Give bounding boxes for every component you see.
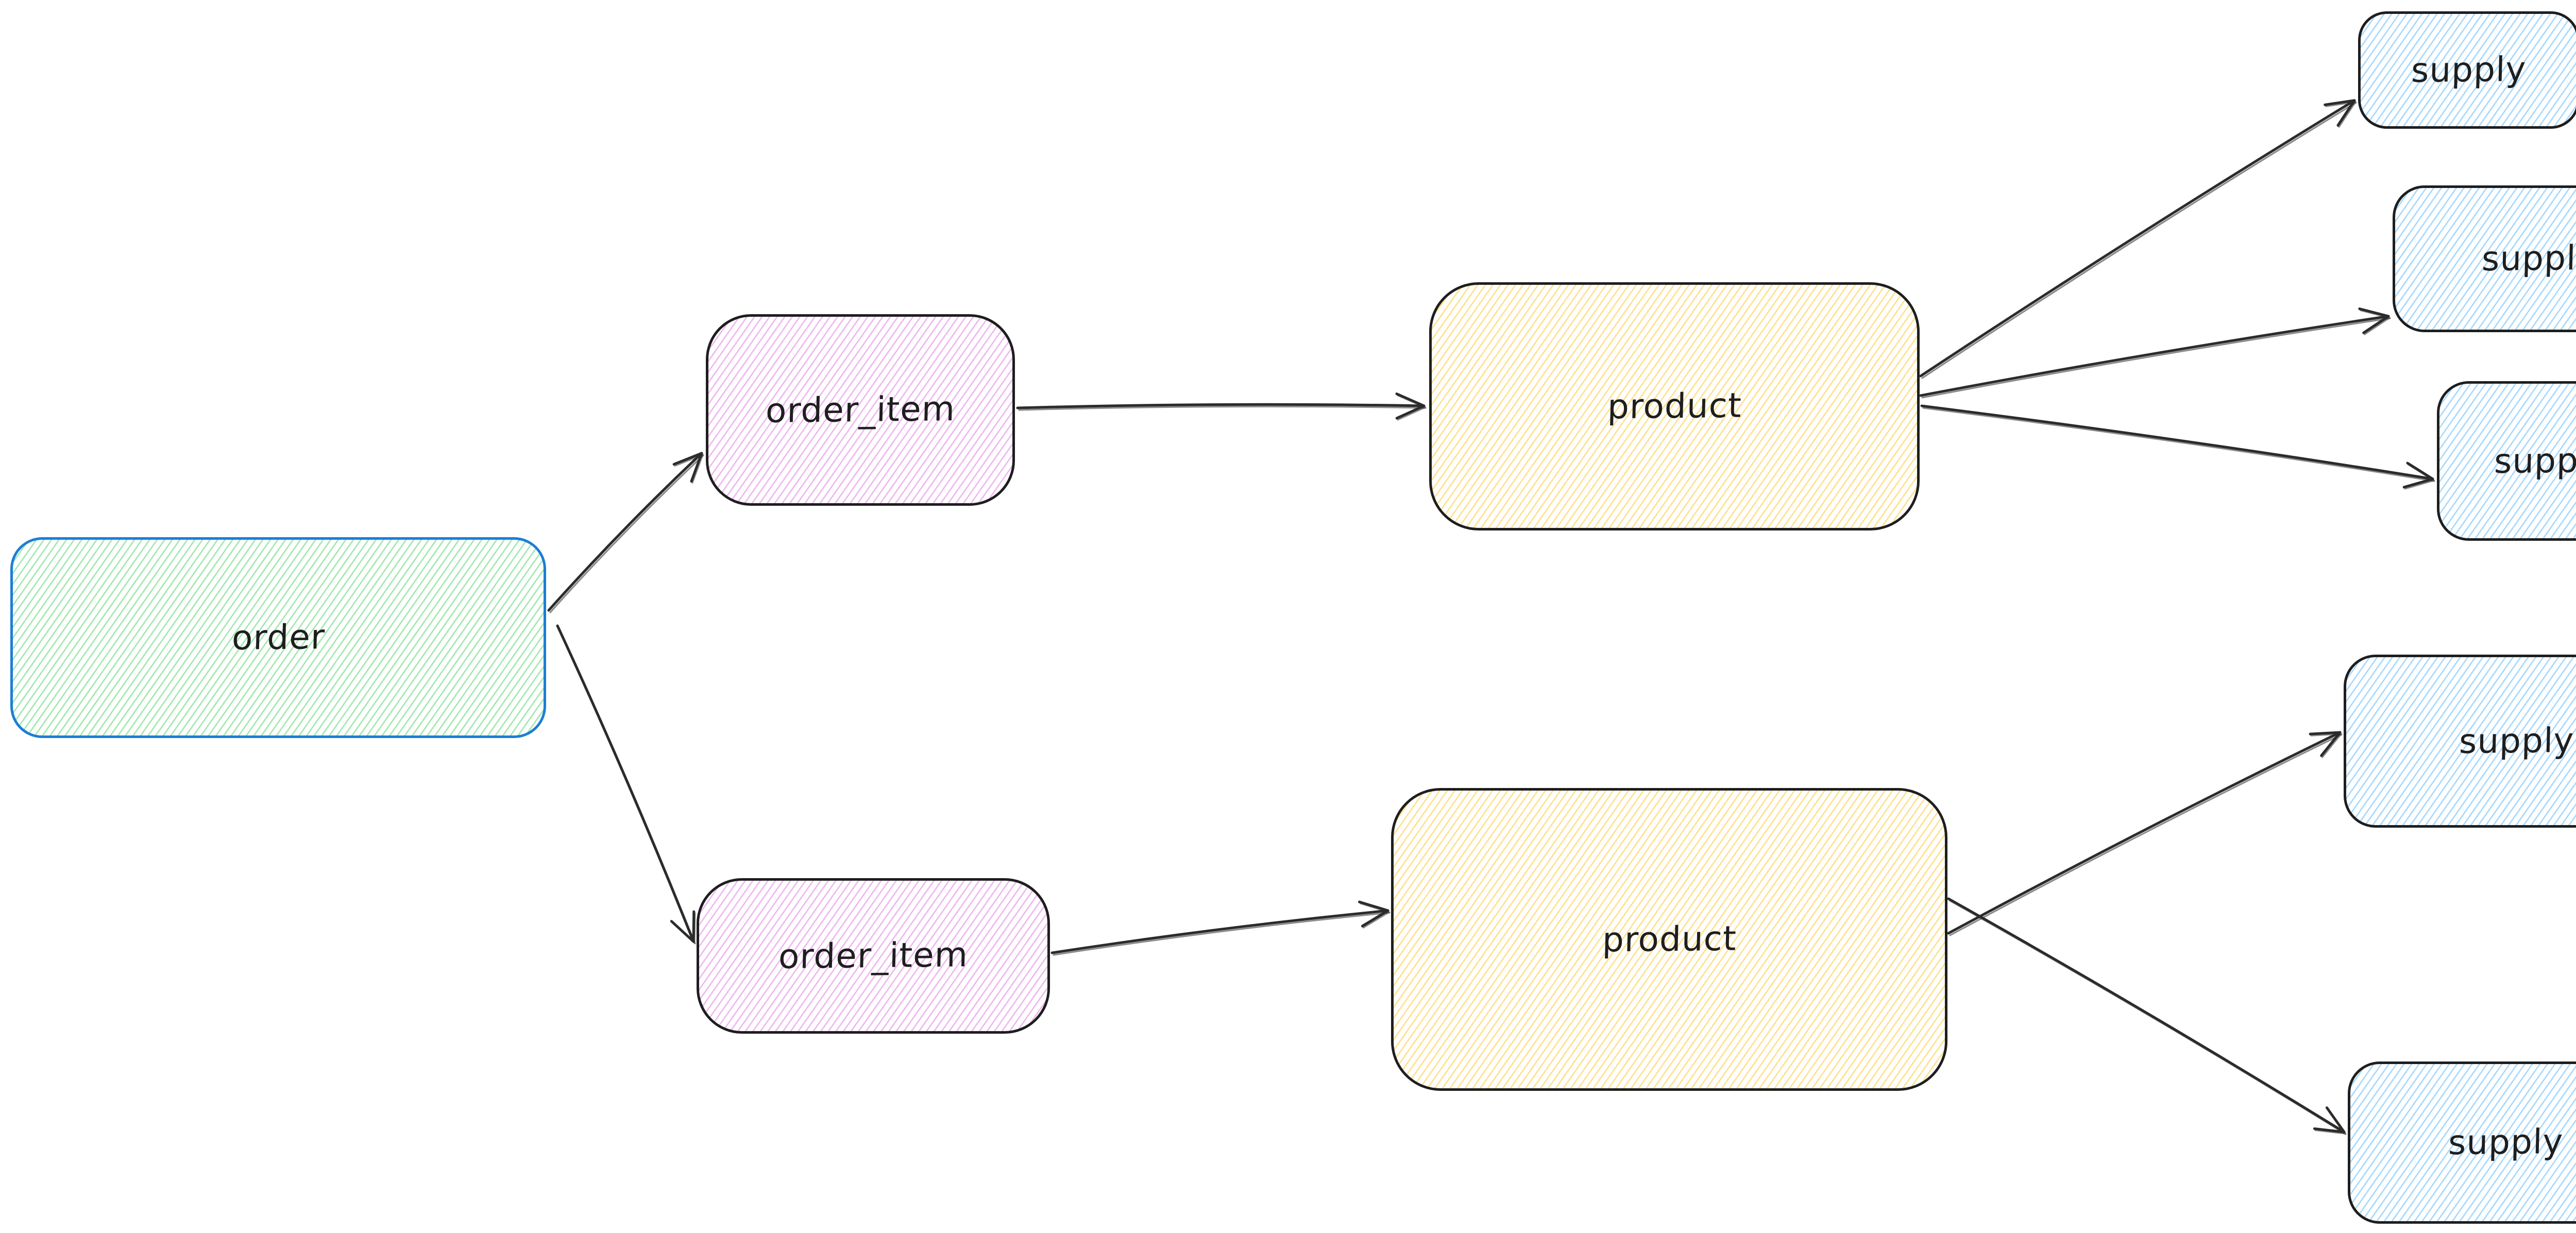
- node-supply-4-label: supply: [2459, 720, 2575, 761]
- node-product-1-label: product: [1606, 385, 1742, 427]
- node-supply-5-label: supply: [2448, 1122, 2564, 1163]
- arrow-product_2-to-supply_5[interactable]: [1947, 897, 2347, 1135]
- arrow-product_2-to-supply_4[interactable]: [1947, 731, 2343, 936]
- node-product-1[interactable]: product: [1429, 282, 1920, 530]
- arrow-product_1-to-supply_1[interactable]: [1919, 99, 2357, 379]
- node-order-label: order: [231, 616, 326, 658]
- node-supply-3-label: supply: [2493, 440, 2576, 481]
- arrow-product_1-to-supply_3[interactable]: [1920, 404, 2435, 490]
- node-supply-2-label: supply: [2481, 238, 2576, 279]
- node-supply-2[interactable]: supply: [2393, 185, 2576, 332]
- arrow-order_item_1-to-product_1[interactable]: [1016, 392, 1427, 421]
- node-supply-1[interactable]: supply: [2358, 11, 2576, 129]
- arrow-order_item_2-to-product_2[interactable]: [1050, 900, 1391, 956]
- node-order-item-2[interactable]: order_item: [697, 878, 1050, 1034]
- node-supply-3[interactable]: supply: [2437, 381, 2576, 541]
- arrow-order-to-order_item_1[interactable]: [547, 452, 704, 613]
- arrow-order-to-order_item_2[interactable]: [556, 624, 696, 945]
- node-product-2-label: product: [1601, 918, 1737, 960]
- arrow-product_1-to-supply_2[interactable]: [1919, 307, 2391, 399]
- node-order[interactable]: order: [10, 537, 546, 738]
- node-order-item-2-label: order_item: [778, 934, 969, 977]
- node-order-item-1[interactable]: order_item: [706, 314, 1015, 506]
- node-order-item-1-label: order_item: [765, 388, 956, 431]
- node-product-2[interactable]: product: [1391, 788, 1947, 1091]
- node-supply-1-label: supply: [2411, 49, 2527, 90]
- node-supply-4[interactable]: supply: [2344, 655, 2576, 828]
- node-supply-5[interactable]: supply: [2348, 1061, 2576, 1224]
